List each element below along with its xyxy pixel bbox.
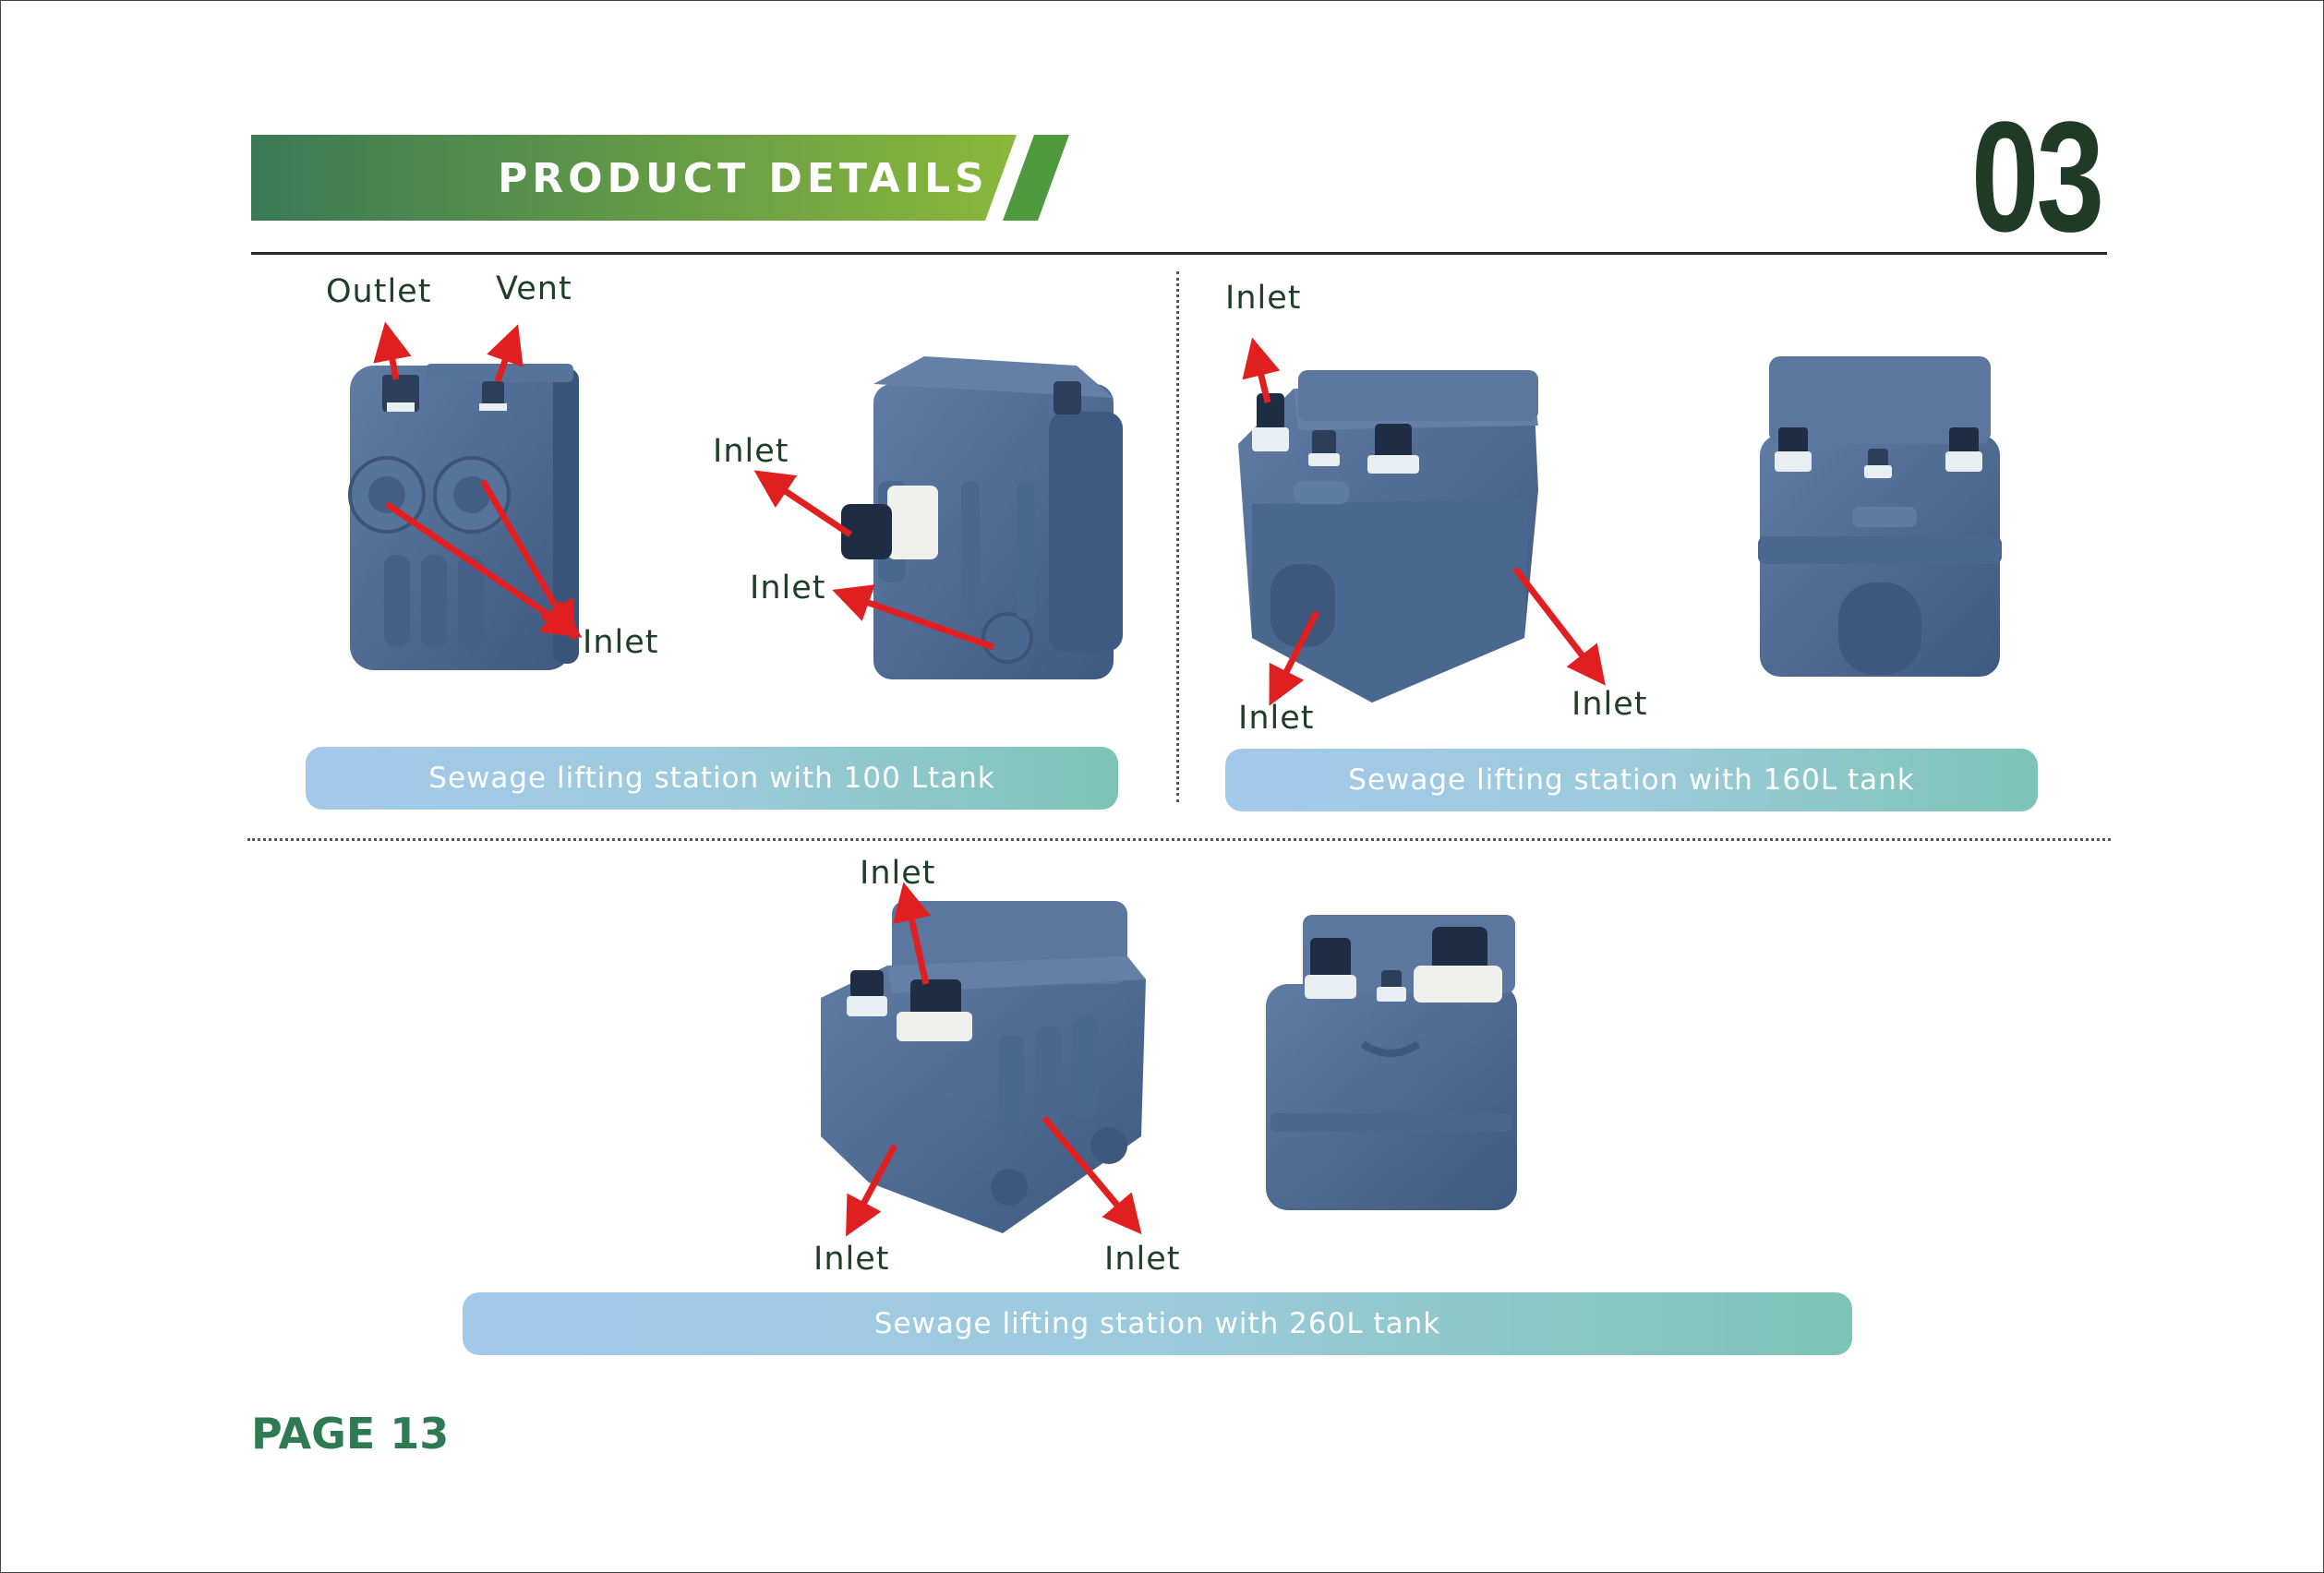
label-inlet-100l-front: Inlet xyxy=(583,624,659,661)
label-inlet-100l-side-top: Inlet xyxy=(713,433,789,470)
caption-100l: Sewage lifting station with 100 Ltank xyxy=(306,747,1118,810)
label-inlet-160l-bottom-left: Inlet xyxy=(1238,700,1315,737)
banner-graphic xyxy=(251,135,1069,221)
label-outlet: Outlet xyxy=(326,273,432,310)
label-inlet-260l-bottom-right: Inlet xyxy=(1104,1241,1181,1278)
horizontal-dotted-divider xyxy=(247,838,2111,841)
tank-160l-angled xyxy=(1238,370,1538,702)
tank-160l-front xyxy=(1758,356,2002,677)
section-number: 03 xyxy=(1970,90,2104,265)
header-rule xyxy=(251,252,2107,255)
label-inlet-160l-top: Inlet xyxy=(1225,280,1302,317)
caption-160l: Sewage lifting station with 160L tank xyxy=(1225,749,2038,811)
vertical-dotted-divider xyxy=(1176,271,1179,802)
label-inlet-100l-side-bottom: Inlet xyxy=(750,570,826,606)
inlet-outlet-arrows xyxy=(373,321,1606,1237)
tank-100l-side xyxy=(841,356,1123,679)
label-inlet-260l-top: Inlet xyxy=(860,855,936,892)
caption-260l: Sewage lifting station with 260L tank xyxy=(463,1292,1852,1355)
banner-title: PRODUCT DETAILS xyxy=(498,155,989,202)
page-number: PAGE 13 xyxy=(251,1409,450,1459)
label-vent: Vent xyxy=(496,270,572,307)
section-banner: PRODUCT DETAILS xyxy=(251,135,1069,221)
label-inlet-260l-bottom-left: Inlet xyxy=(813,1241,890,1278)
tank-100l-front xyxy=(348,364,579,670)
label-inlet-160l-bottom-right: Inlet xyxy=(1571,686,1648,723)
tank-260l-front xyxy=(1266,915,1517,1210)
tank-260l-angled xyxy=(821,901,1146,1233)
